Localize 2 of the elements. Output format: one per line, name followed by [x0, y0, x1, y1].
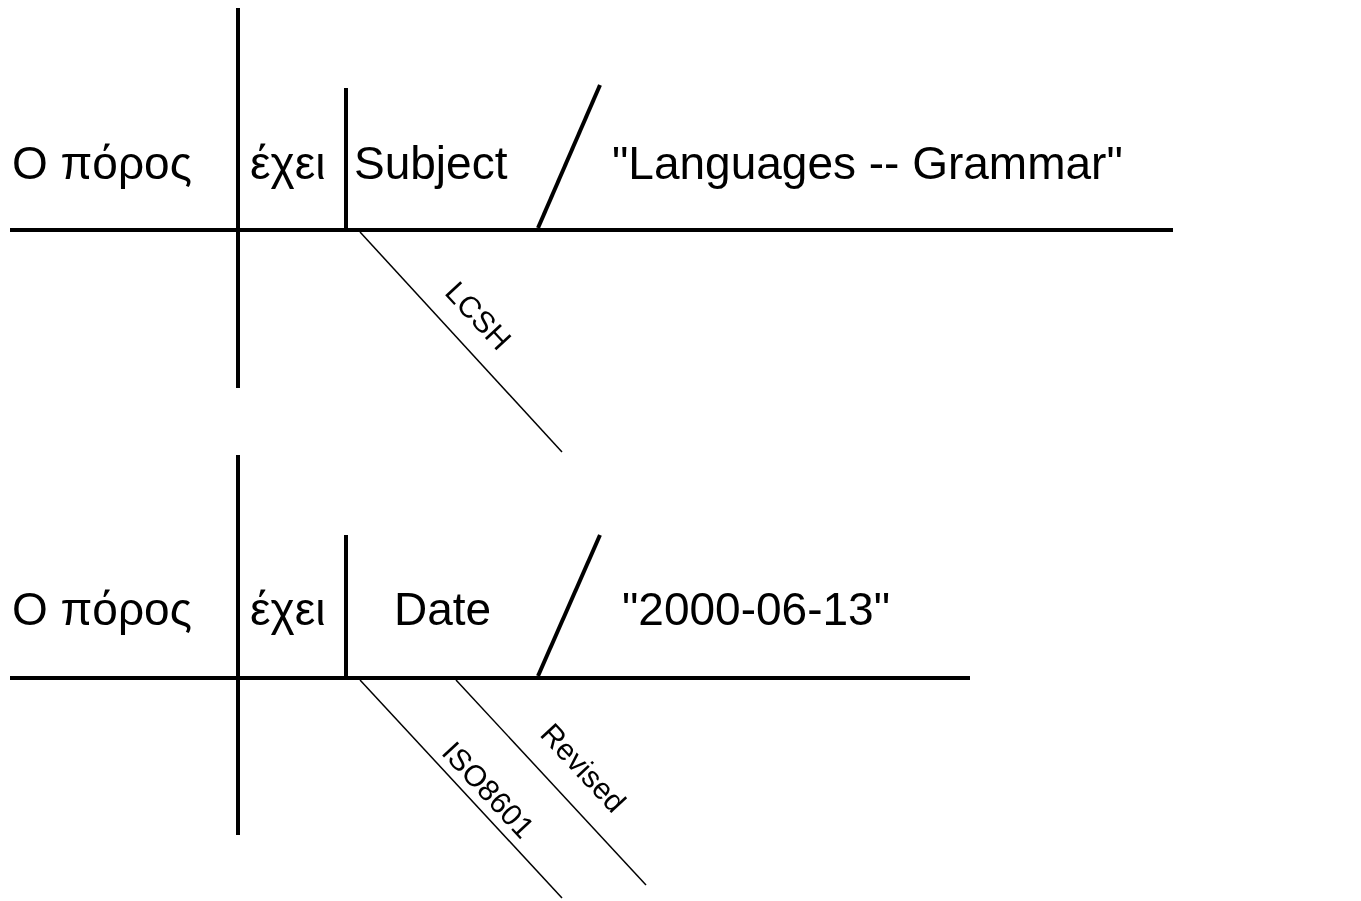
sentence-word: "2000-06-13"	[622, 586, 890, 632]
sentence-word: Date	[394, 586, 492, 632]
